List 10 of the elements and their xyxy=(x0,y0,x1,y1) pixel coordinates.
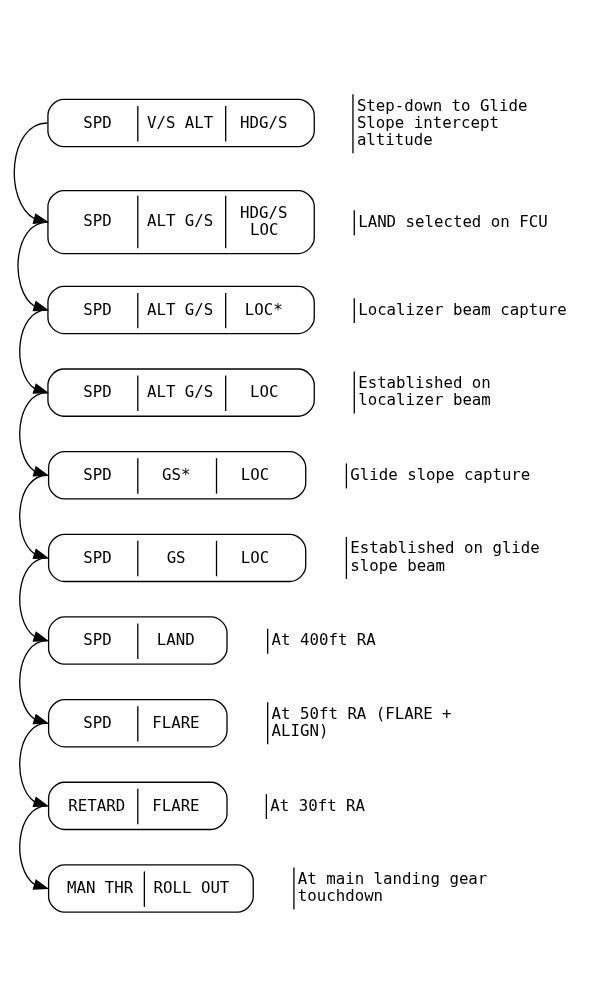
node-label: At 30ft RA xyxy=(270,795,366,815)
node-label: At main landing gear touchdown xyxy=(297,868,488,905)
node-label: LAND selected on FCU xyxy=(358,211,548,231)
node-label: Established on glide slope beam xyxy=(350,537,540,575)
node-label: Established on localizer beam xyxy=(358,372,491,409)
node-label: Glide slope capture xyxy=(350,464,531,484)
node-label: At 50ft RA (FLARE + ALIGN) xyxy=(271,703,452,740)
node-label: Localizer beam capture xyxy=(358,299,567,319)
node-label: At 400ft RA xyxy=(271,629,376,649)
node-label: Step-down to Glide Slope intercept altitude xyxy=(356,95,528,149)
